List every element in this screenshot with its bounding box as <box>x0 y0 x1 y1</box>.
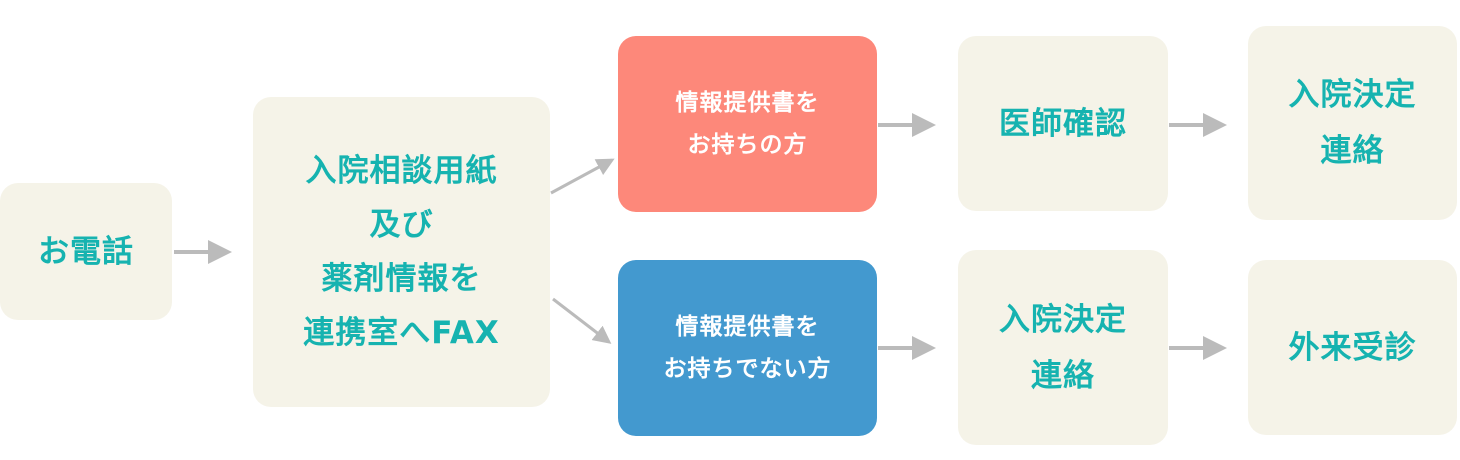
node-doctor-check: 医師確認 <box>958 36 1168 211</box>
node-with-info-label: 情報提供書を お持ちの方 <box>675 90 820 158</box>
arrow-fax-to-without-info <box>552 297 612 344</box>
node-admission-notice-bottom: 入院決定 連絡 <box>958 250 1168 445</box>
node-with-info: 情報提供書を お持ちの方 <box>618 36 877 212</box>
node-fax: 入院相談用紙 及び 薬剤情報を 連携室へFAX <box>253 97 550 407</box>
node-admission-notice-bottom-label: 入院決定 連絡 <box>999 301 1127 394</box>
node-phone-label: お電話 <box>38 233 134 270</box>
node-doctor-check-label: 医師確認 <box>999 105 1127 142</box>
node-admission-notice-top: 入院決定 連絡 <box>1248 26 1457 220</box>
node-without-info: 情報提供書を お持ちでない方 <box>618 260 877 436</box>
node-outpatient-label: 外来受診 <box>1288 329 1417 366</box>
node-without-info-label: 情報提供書を お持ちでない方 <box>663 314 832 382</box>
arrow-fax-to-with-info <box>550 158 615 195</box>
node-admission-notice-top-label: 入院決定 連絡 <box>1288 77 1417 169</box>
node-outpatient: 外来受診 <box>1248 260 1457 435</box>
node-fax-label: 入院相談用紙 及び 薬剤情報を 連携室へFAX <box>303 153 500 351</box>
node-phone: お電話 <box>0 183 172 320</box>
